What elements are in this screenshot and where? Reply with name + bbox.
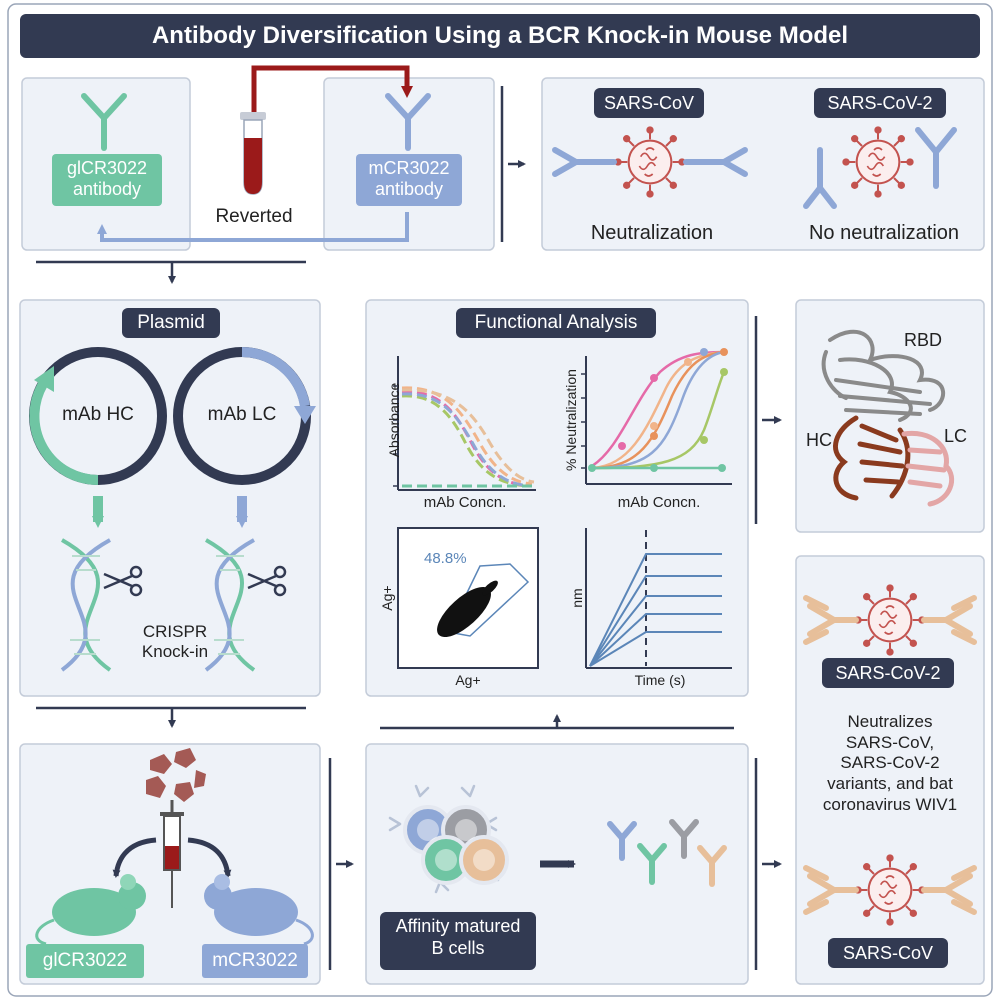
crispr-label: CRISPR Knock-in (141, 622, 209, 661)
sars-cov2-right-badge: SARS-CoV-2 (822, 658, 954, 688)
dna-helix-right-icon (204, 538, 256, 672)
sars-cov2-badge: SARS-CoV-2 (814, 88, 946, 118)
sars-cov2-virus-right-icon (854, 584, 926, 656)
sars-cov-badge: SARS-CoV (594, 88, 704, 118)
green-mouse-icon (35, 874, 146, 946)
gl-mouse-label: glCR3022 (42, 950, 128, 971)
sars-cov-virus-right-icon (854, 854, 926, 926)
no-neutralization-label: No neutralization (808, 222, 960, 244)
mab-concn-left-label: mAb Concn. (423, 494, 507, 511)
absorbance-chart (393, 356, 536, 491)
sars-cov-virus-icon (614, 126, 686, 198)
time-axis-label: Time (s) (634, 672, 686, 688)
scissors-left-icon (103, 565, 143, 597)
neutralization-chart (581, 348, 732, 485)
lc-structure-icon (901, 430, 954, 507)
absorbance-axis-label: Absorbance (385, 382, 402, 458)
nm-axis-label: nm (568, 588, 585, 608)
m-antibody-label: mCR3022 antibody (368, 158, 450, 199)
sars-cov-right-badge: SARS-CoV (828, 938, 948, 968)
sars-cov2-virus-icon (842, 126, 914, 198)
ag-plus-y-label: Ag+ (378, 585, 395, 611)
m-mouse-label: mCR3022 (212, 950, 298, 971)
plasmid-badge: Plasmid (122, 308, 220, 338)
lc-label: LC (944, 426, 968, 446)
b-cells-icon (388, 784, 509, 894)
gl-antibody-label: glCR3022 antibody (66, 158, 148, 199)
ag-plus-x-label: Ag+ (455, 672, 481, 688)
page-title: Antibody Diversification Using a BCR Kno… (20, 14, 980, 58)
neutralization-axis-label: % Neutralization (562, 369, 579, 472)
blue-antibody-icon (385, 93, 431, 151)
b-cells-badge: Affinity matured B cells (380, 912, 536, 970)
antibody-set-icon (607, 819, 727, 887)
green-antibody-icon (81, 93, 127, 151)
neutralizes-text: Neutralizes SARS-CoV, SARS-CoV-2 variant… (822, 712, 958, 814)
blue-mouse-icon (204, 874, 314, 946)
rbd-structure-icon (821, 329, 946, 422)
hc-label: HC (806, 430, 832, 450)
scissors-right-icon (247, 565, 287, 597)
antigen-icon (146, 748, 206, 802)
mab-lc-label: mAb LC (207, 404, 277, 425)
flow-cytometry-plot (397, 527, 539, 669)
dna-helix-left-icon (60, 538, 112, 672)
syringe-icon (160, 800, 184, 908)
rbd-label: RBD (904, 330, 943, 350)
kinetics-chart (585, 528, 732, 669)
mab-concn-right-label: mAb Concn. (617, 494, 701, 511)
blood-tube-icon (240, 112, 266, 195)
panel-virus-top (541, 77, 985, 251)
gate-percent-label: 48.8% (424, 550, 467, 567)
neutralization-label: Neutralization (590, 222, 714, 244)
mab-hc-label: mAb HC (62, 404, 134, 425)
reverted-label: Reverted (215, 206, 293, 227)
functional-analysis-badge: Functional Analysis (456, 308, 656, 338)
